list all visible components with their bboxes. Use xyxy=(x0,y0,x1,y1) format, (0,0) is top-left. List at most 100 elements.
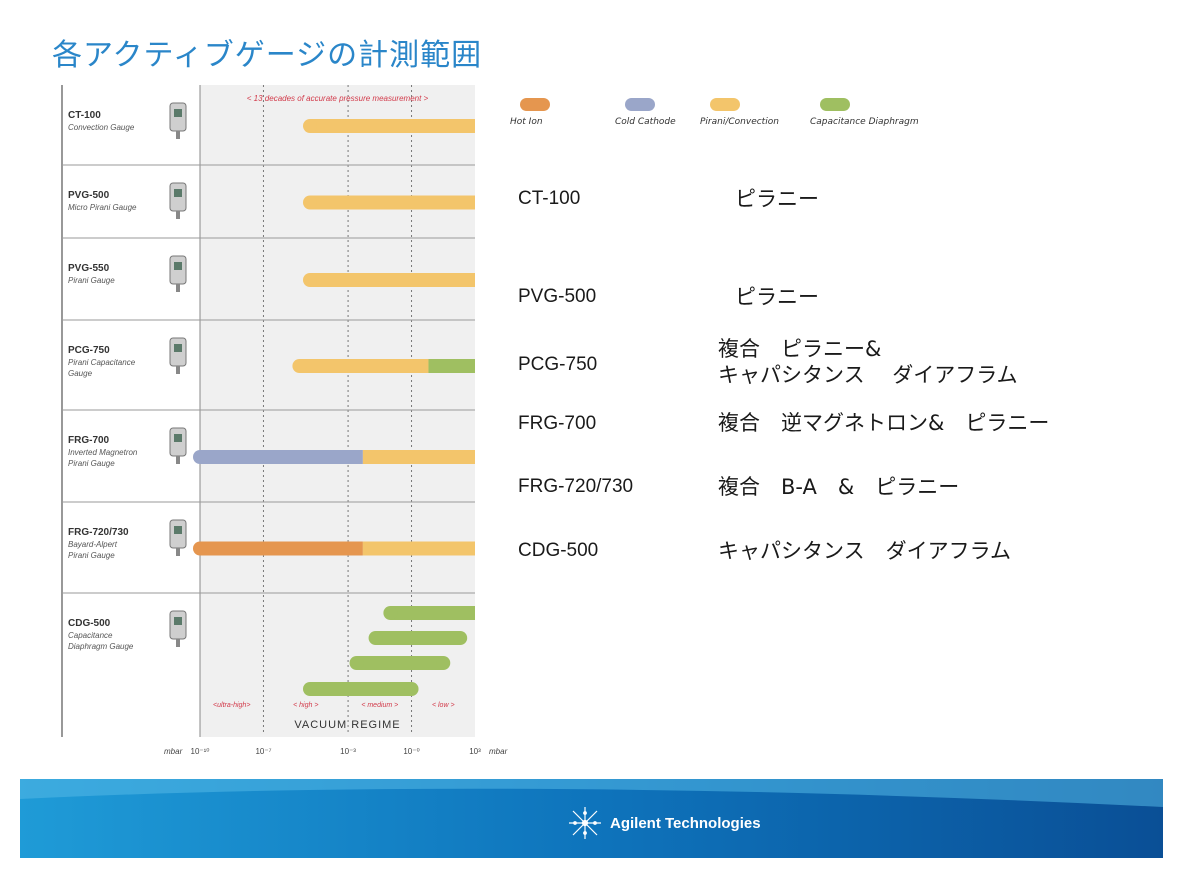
desc-model-frg-720: FRG-720/730 xyxy=(518,476,634,497)
range-bar-cap xyxy=(436,656,451,670)
range-bar xyxy=(310,195,475,210)
range-bar xyxy=(299,359,429,373)
desc-text-pvg-500: ピラニー xyxy=(735,285,819,309)
desc-model-ct-100: CT-100 xyxy=(518,188,581,209)
legend-item: Cold Cathode xyxy=(615,98,676,127)
range-bar xyxy=(428,359,475,373)
range-bar xyxy=(200,541,363,556)
brand-name: Agilent Technologies xyxy=(610,814,761,832)
gauge-subtitle: Pirani Gauge xyxy=(68,276,115,285)
gauge-flange-icon xyxy=(176,456,180,464)
range-bar xyxy=(310,682,412,696)
orange-pill-icon xyxy=(520,98,550,111)
gauge-display-icon xyxy=(174,262,182,270)
gauge-flange-icon xyxy=(176,548,180,556)
gauge-subtitle: Convection Gauge xyxy=(68,123,135,132)
gauge-range-chart: < 13 decades of accurate pressure measur… xyxy=(61,85,508,756)
range-bar-cap xyxy=(349,656,364,670)
desc-text-ct-100: ピラニー xyxy=(735,187,819,211)
range-bar-cap xyxy=(404,682,419,696)
range-bar-cap xyxy=(303,119,317,133)
legend: Hot Ion Cold Cathode Pirani/Convection Capa… xyxy=(510,98,960,138)
gauge-flange-icon xyxy=(176,366,180,374)
gauge-display-icon xyxy=(174,526,182,534)
green-pill-icon xyxy=(820,98,850,111)
legend-label: Hot Ion xyxy=(510,117,543,127)
range-bar-cap xyxy=(303,273,317,287)
gauge-name: FRG-700 xyxy=(68,435,110,446)
x-tick-label: 10⁻⁰ xyxy=(403,747,419,756)
regime-label: < medium > xyxy=(361,702,398,709)
x-tick-label: 10⁻¹⁰ xyxy=(191,747,210,756)
agilent-logo: Agilent Technologies xyxy=(568,807,761,839)
gauge-flange-icon xyxy=(176,284,180,292)
desc-text-pcg-750: 複合 ピラニー& キャパシタンス ダイアフラム xyxy=(718,337,1018,387)
range-bar-cap xyxy=(303,682,317,696)
legend-label: Cold Cathode xyxy=(615,117,676,127)
gauge-subtitle: Pirani Gauge xyxy=(68,551,115,560)
plot-area xyxy=(200,85,475,737)
range-bar-cap xyxy=(193,541,207,556)
regime-title: VACUUM REGIME xyxy=(294,719,400,731)
range-bar-cap xyxy=(193,450,207,464)
desc-model-pvg-500: PVG-500 xyxy=(518,286,597,307)
slide-title: 各アクティブゲージの計測範囲 xyxy=(52,38,483,73)
gauge-display-icon xyxy=(174,344,182,352)
legend-item: Hot Ion xyxy=(510,98,550,127)
x-unit-left: mbar xyxy=(164,747,183,756)
x-tick-label: 10⁻⁷ xyxy=(255,747,271,756)
gauge-flange-icon xyxy=(176,639,180,647)
gauge-subtitle: Pirani Capacitance xyxy=(68,358,136,367)
gauge-subtitle: Inverted Magnetron xyxy=(68,448,138,457)
gauge-subtitle: Gauge xyxy=(68,369,93,378)
legend-label: Pirani/Convection xyxy=(700,117,779,127)
gauge-display-icon xyxy=(174,109,182,117)
gauge-name: PCG-750 xyxy=(68,345,110,356)
x-tick-label: 10⁻³ xyxy=(340,747,356,756)
range-bar xyxy=(200,450,363,464)
legend-label: Capacitance Diaphragm xyxy=(810,117,919,127)
x-unit-right: mbar xyxy=(489,747,508,756)
range-bar xyxy=(310,273,475,287)
range-bar-cap xyxy=(383,606,398,620)
gauge-flange-icon xyxy=(176,211,180,219)
x-tick-label: 10³ xyxy=(469,747,481,756)
gauge-subtitle: Bayard-Alpert xyxy=(68,540,118,549)
gauge-display-icon xyxy=(174,434,182,442)
footer-banner xyxy=(20,779,1163,858)
top-note: < 13 decades of accurate pressure measur… xyxy=(247,94,429,103)
range-bar xyxy=(375,631,461,645)
regime-label: < low > xyxy=(432,702,455,709)
desc-model-cdg-500: CDG-500 xyxy=(518,540,599,561)
yellow-pill-icon xyxy=(710,98,740,111)
desc-text-frg-700: 複合 逆マグネトロン& ピラニー xyxy=(718,411,1050,435)
gauge-name: FRG-720/730 xyxy=(68,527,129,538)
range-bar xyxy=(362,450,475,464)
gauge-name: PVG-500 xyxy=(68,190,110,201)
blue-pill-icon xyxy=(625,98,655,111)
gauge-name: CT-100 xyxy=(68,110,101,121)
range-bar-cap xyxy=(368,631,383,645)
range-bar xyxy=(310,119,475,133)
gauge-subtitle: Pirani Gauge xyxy=(68,459,115,468)
gauge-name: PVG-550 xyxy=(68,263,110,274)
gauge-name: CDG-500 xyxy=(68,618,111,629)
gauge-subtitle: Diaphragm Gauge xyxy=(68,642,134,651)
legend-item: Pirani/Convection xyxy=(700,98,779,127)
desc-text-cdg-500: キャパシタンス ダイアフラム xyxy=(718,539,1011,563)
legend-item: Capacitance Diaphragm xyxy=(810,98,919,127)
range-bar xyxy=(362,541,475,556)
range-bar-cap xyxy=(292,359,307,373)
range-bar-cap xyxy=(453,631,468,645)
regime-label: < high > xyxy=(293,702,318,709)
range-bar-cap xyxy=(303,195,317,210)
gauge-display-icon xyxy=(174,617,182,625)
desc-model-pcg-750: PCG-750 xyxy=(518,354,598,375)
regime-label: <ultra-high> xyxy=(213,702,250,709)
gauge-display-icon xyxy=(174,189,182,197)
gauge-subtitle: Capacitance xyxy=(68,631,113,640)
gauge-subtitle: Micro Pirani Gauge xyxy=(68,203,137,212)
desc-text-frg-720: 複合 B-A & ピラニー xyxy=(718,475,960,499)
range-bar xyxy=(390,606,475,620)
agilent-spark-icon xyxy=(569,807,601,839)
